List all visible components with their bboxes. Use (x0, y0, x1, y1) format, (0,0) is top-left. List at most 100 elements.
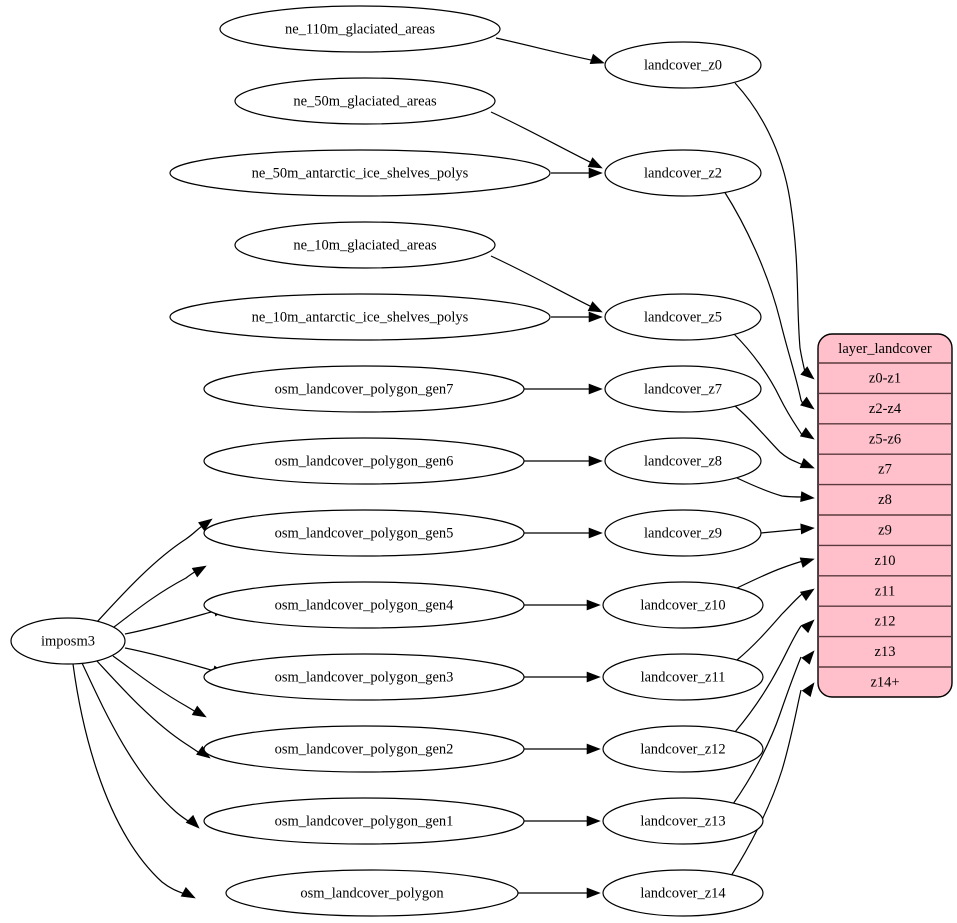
node-osm_landcover_polygon_gen5[interactable]: osm_landcover_polygon_gen5 (203, 509, 525, 557)
table-row-z5-z6[interactable]: z5-z6 (818, 424, 952, 454)
osm-node-ellipse (203, 581, 525, 629)
arrowhead-11 (185, 814, 200, 829)
node-ne_50m_antarctic_ice_shelves_polys[interactable]: ne_50m_antarctic_ice_shelves_polys (169, 149, 551, 197)
arrowhead-13 (588, 383, 603, 395)
landcover-node-ellipse (602, 725, 764, 773)
arrowhead-4 (588, 311, 603, 323)
table-row-label: z7 (878, 462, 892, 478)
table-row-label: z10 (875, 553, 896, 569)
table-row-z14+[interactable]: z14+ (818, 667, 952, 697)
table-row-z9[interactable]: z9 (818, 515, 952, 545)
node-landcover_z14[interactable]: landcover_z14 (602, 869, 764, 917)
edge-imposm3-to-osm_landcover_polygon (72, 663, 191, 897)
table-row-z12[interactable]: z12 (818, 606, 952, 636)
node-landcover_z8[interactable]: landcover_z8 (604, 437, 762, 485)
osm-node-ellipse (203, 365, 525, 413)
edge-landcover_z12-to-layer_landcover_z12 (734, 625, 802, 733)
node-osm_landcover_polygon_gen7[interactable]: osm_landcover_polygon_gen7 (203, 365, 525, 413)
node-ne_10m_glaciated_areas[interactable]: ne_10m_glaciated_areas (234, 221, 496, 269)
node-landcover_z11[interactable]: landcover_z11 (602, 653, 764, 701)
node-osm_landcover_polygon_gen6[interactable]: osm_landcover_polygon_gen6 (203, 437, 525, 485)
node-landcover_z12[interactable]: landcover_z12 (602, 725, 764, 773)
node-ne_10m_antarctic_ice_shelves_polys[interactable]: ne_10m_antarctic_ice_shelves_polys (169, 293, 551, 341)
arrowhead-24 (799, 457, 815, 469)
node-osm_landcover_polygon_gen4[interactable]: osm_landcover_polygon_gen4 (203, 581, 525, 629)
edge-ne_50m_glaciated_areas-to-landcover_z2 (490, 111, 599, 167)
landcover-node-ellipse (602, 653, 764, 701)
arrowhead-9 (191, 705, 207, 718)
arrowhead-5 (198, 518, 213, 532)
arrowhead-2 (588, 167, 603, 179)
node-landcover_z10[interactable]: landcover_z10 (602, 581, 764, 629)
table-row-z10[interactable]: z10 (818, 545, 952, 575)
node-landcover_z0[interactable]: landcover_z0 (604, 41, 762, 89)
osm-node-ellipse (203, 437, 525, 485)
landcover-node-ellipse (604, 41, 762, 89)
node-ne_50m_glaciated_areas[interactable]: ne_50m_glaciated_areas (234, 77, 496, 125)
source-node-ellipse (10, 617, 126, 665)
arrowhead-26 (800, 523, 815, 535)
arrowhead-19 (586, 815, 601, 827)
osm-node-ellipse (203, 725, 525, 773)
edge-landcover_z7-to-layer_landcover_z7 (734, 405, 804, 466)
landcover-node-ellipse (602, 797, 764, 845)
node-osm_landcover_polygon_gen3[interactable]: osm_landcover_polygon_gen3 (203, 653, 525, 701)
edge-landcover_z11-to-layer_landcover_z11 (736, 593, 803, 661)
edge-landcover_z8-to-layer_landcover_z8 (736, 477, 804, 498)
arrowhead-6 (191, 565, 207, 578)
arrowhead-18 (586, 743, 601, 755)
layer-landcover-table[interactable]: layer_landcoverz0-z1z2-z4z5-z6z7z8z9z10z… (817, 333, 953, 698)
node-landcover_z13[interactable]: landcover_z13 (602, 797, 764, 845)
edge-ne_10m_glaciated_areas-to-landcover_z5 (490, 255, 599, 311)
osm-node-ellipse (203, 653, 525, 701)
table-row-z8[interactable]: z8 (818, 485, 952, 515)
arrowhead-28 (799, 588, 815, 601)
osm-node-ellipse (225, 869, 519, 917)
edge-landcover_z5-to-layer_landcover_z5-z6 (733, 333, 803, 436)
arrowhead-22 (800, 396, 815, 410)
arrowhead-12 (180, 886, 196, 899)
node-ne_110m_glaciated_areas[interactable]: ne_110m_glaciated_areas (219, 5, 501, 53)
arrowhead-21 (800, 366, 815, 380)
ne-node-ellipse (219, 5, 501, 53)
edge-landcover_z9-to-layer_landcover_z9 (760, 528, 804, 534)
landcover-node-ellipse (602, 581, 764, 629)
nodes-layer: imposm3 ne_110m_glaciated_areas ne_50m_gla… (10, 5, 764, 917)
table-row-z13[interactable]: z13 (818, 637, 952, 667)
node-imposm3[interactable]: imposm3 (10, 617, 126, 665)
arrowhead-25 (800, 491, 815, 503)
table-row-z7[interactable]: z7 (818, 454, 952, 484)
edges-layer (72, 37, 807, 897)
arrowhead-15 (588, 527, 603, 539)
edge-landcover_z10-to-layer_landcover_z10 (736, 560, 804, 589)
arrowhead-31 (801, 682, 815, 697)
node-landcover_z7[interactable]: landcover_z7 (604, 365, 762, 413)
arrowhead-16 (586, 599, 601, 611)
landcover-node-ellipse (604, 149, 762, 197)
ne-node-ellipse (169, 149, 551, 197)
node-osm_landcover_polygon_gen2[interactable]: osm_landcover_polygon_gen2 (203, 725, 525, 773)
table-row-label: z8 (878, 492, 892, 508)
table-row-z2-z4[interactable]: z2-z4 (818, 393, 952, 423)
arrowhead-14 (588, 455, 603, 467)
table-row-z0-z1[interactable]: z0-z1 (818, 363, 952, 393)
node-osm_landcover_polygon_gen1[interactable]: osm_landcover_polygon_gen1 (203, 797, 525, 845)
node-landcover_z5[interactable]: landcover_z5 (604, 293, 762, 341)
node-landcover_z2[interactable]: landcover_z2 (604, 149, 762, 197)
table-row-z11[interactable]: z11 (818, 576, 952, 606)
node-osm_landcover_polygon[interactable]: osm_landcover_polygon (225, 869, 519, 917)
edge-landcover_z13-to-layer_landcover_z13 (732, 656, 802, 805)
arrowhead-20 (586, 887, 601, 899)
arrowhead-1 (587, 157, 603, 169)
landcover-node-ellipse (604, 293, 762, 341)
landcover-node-ellipse (604, 365, 762, 413)
edge-landcover_z14-to-layer_landcover_z14+ (730, 689, 802, 877)
arrowhead-0 (589, 53, 605, 65)
table-row-label: z9 (878, 523, 892, 539)
edge-imposm3-to-osm_landcover_polygon_gen7 (95, 521, 209, 624)
edge-imposm3-to-osm_landcover_polygon_gen3 (112, 655, 202, 716)
node-landcover_z9[interactable]: landcover_z9 (604, 509, 762, 557)
arrowhead-30 (801, 650, 815, 665)
edge-imposm3-to-osm_landcover_polygon_gen4 (124, 647, 222, 674)
